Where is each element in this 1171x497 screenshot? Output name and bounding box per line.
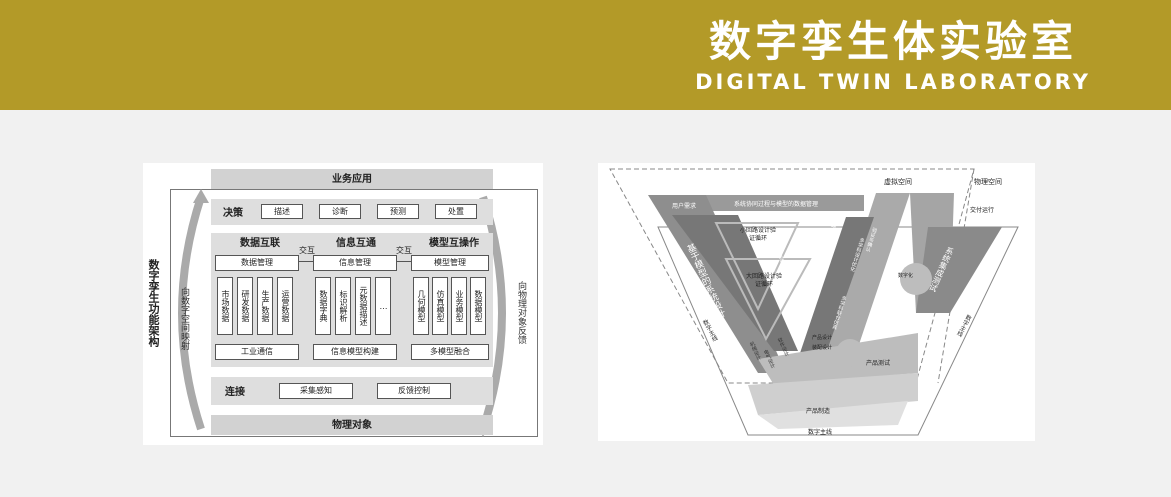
business-application-label: 业务应用 [332, 174, 372, 185]
connector-label: 交互 [396, 246, 412, 255]
decision-item: 描述 [261, 204, 303, 219]
inner-label: 产品设计 [812, 335, 833, 341]
v-model-shapes [609, 168, 1019, 436]
product-test-label: 产品测试 [866, 360, 891, 367]
group-item: 业务模型 [451, 277, 467, 335]
group-item: 生产数据 [257, 277, 273, 335]
decision-label: 决策 [223, 208, 243, 219]
group-item: 研发数据 [237, 277, 253, 335]
left-arrow-label: 向数字空间映射 [179, 287, 189, 350]
group-footer: 多模型融合 [411, 344, 489, 360]
group-item: 数据字典 [315, 277, 331, 335]
connector-line [299, 261, 313, 262]
physical-space-label: 物理空间 [974, 178, 1002, 186]
small-loop-label: 小回路设计验证循环 [740, 227, 777, 242]
banner-title: 数字孪生体实验室 [708, 17, 1077, 66]
group-footer: 信息模型构建 [313, 344, 397, 360]
function-architecture-diagram: 业务应用 数字孪生功能架构 向数字空间映射 向物理对象反馈 决策 描述 诊断 预… [143, 163, 543, 445]
virtual-space-label: 虚拟空间 [884, 178, 912, 186]
group-item: 元数据描述 [355, 277, 371, 335]
user-requirements-label: 用户需求 [672, 203, 697, 210]
digital-thread-bottom-label: 数字主线 [808, 429, 833, 436]
physical-object-label: 物理对象 [332, 420, 372, 431]
group-manager: 信息管理 [313, 255, 397, 271]
decision-item: 处置 [435, 204, 477, 219]
header-banner: 数字孪生体实验室 DIGITAL TWIN LABORATORY [0, 0, 1171, 110]
outer-frame [170, 189, 538, 437]
decision-item: 预测 [377, 204, 419, 219]
group-manager: 数据管理 [215, 255, 299, 271]
group-item: 运营数据 [277, 277, 293, 335]
physical-object-bar [211, 415, 493, 435]
group-item: 市场数据 [217, 277, 233, 335]
v-model-diagram: 虚拟空间 物理空间 用户需求 交付运行 系统协同过程与模型的数据管理 小回路设计… [598, 163, 1035, 441]
connection-item: 采集感知 [279, 383, 353, 399]
group-footer: 工业通信 [215, 344, 299, 360]
group-title: 数据互联 [240, 238, 280, 249]
group-item: 仿真模型 [432, 277, 448, 335]
connection-item: 反馈控制 [377, 383, 451, 399]
top-band-label: 系统协同过程与模型的数据管理 [734, 201, 819, 208]
delivery-operation-label: 交付运行 [970, 207, 995, 214]
group-title: 信息互通 [336, 238, 376, 249]
connector-label: 交互 [299, 246, 315, 255]
business-application-bar [211, 169, 493, 189]
product-manufacture-label: 产品制造 [806, 408, 831, 415]
inner-label: 装配设计 [812, 345, 833, 351]
group-item: 标识解析 [335, 277, 351, 335]
group-title: 模型互操作 [429, 238, 479, 249]
group-manager: 模型管理 [411, 255, 489, 271]
group-item: 数据模型 [470, 277, 486, 335]
big-loop-label: 大回路设计验证循环 [746, 273, 783, 288]
side-title: 数字孪生功能架构 [147, 259, 160, 347]
group-item: 几何模型 [413, 277, 429, 335]
right-arrow-label: 向物理对象反馈 [516, 281, 526, 344]
inner-label: 数字化 [898, 273, 914, 279]
connector-line [397, 261, 411, 262]
banner-subtitle: DIGITAL TWIN LABORATORY [695, 70, 1091, 94]
decision-item: 诊断 [319, 204, 361, 219]
group-item: … [375, 277, 391, 335]
connection-label: 连接 [225, 387, 245, 398]
